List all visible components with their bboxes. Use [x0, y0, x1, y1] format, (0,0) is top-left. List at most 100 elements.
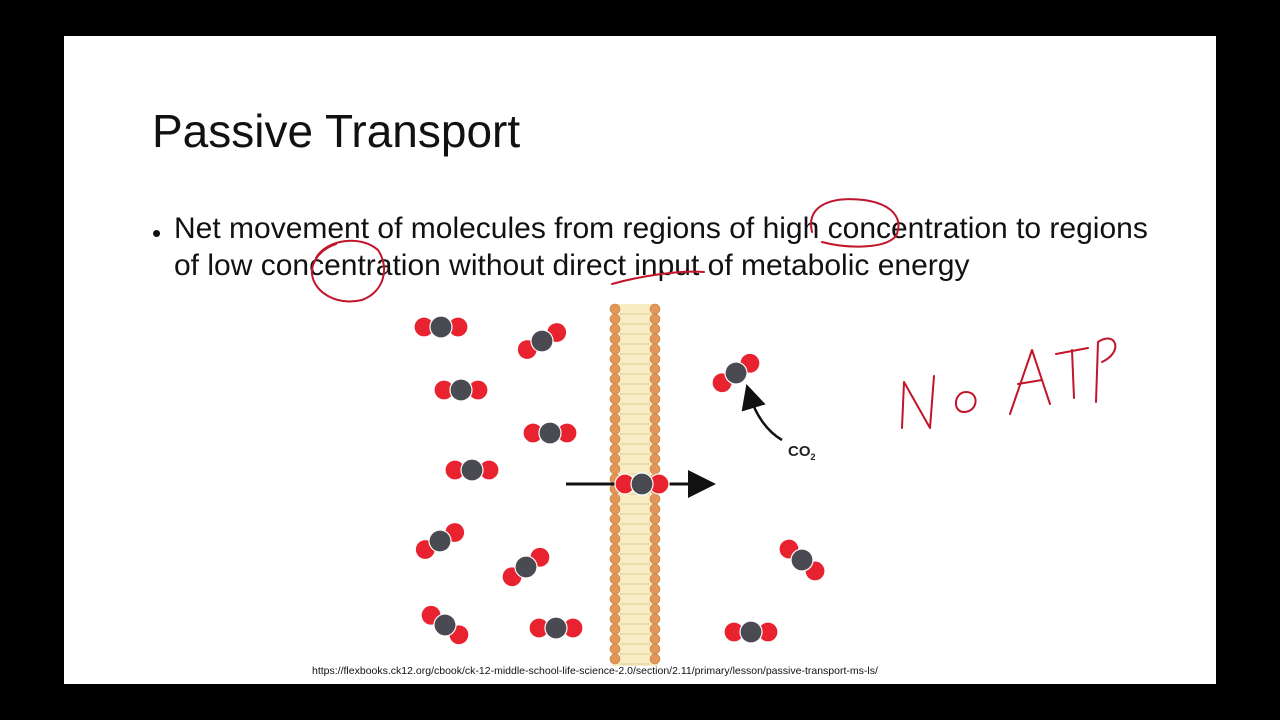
phospholipid-head — [649, 333, 661, 345]
phospholipid-head — [649, 353, 661, 365]
phospholipid-head — [649, 433, 661, 445]
phospholipid-head — [649, 423, 661, 435]
carbon-atom — [460, 458, 484, 482]
phospholipid-head — [609, 453, 621, 465]
phospholipid-head — [649, 393, 661, 405]
phospholipid-head — [649, 403, 661, 415]
handwriting-letter-t — [1055, 347, 1089, 399]
co2-molecule — [711, 352, 761, 394]
phospholipid-head — [609, 393, 621, 405]
phospholipid-head — [649, 313, 661, 325]
handwritten-annotations — [310, 198, 1117, 429]
phospholipid-head — [609, 353, 621, 365]
phospholipid-head — [649, 583, 661, 595]
phospholipid-head — [609, 523, 621, 535]
carbon-atom — [433, 613, 457, 637]
handwriting-letter-o — [955, 391, 977, 413]
phospholipid-head — [609, 423, 621, 435]
phospholipid-head — [609, 433, 621, 445]
phospholipid-head — [649, 413, 661, 425]
phospholipid-head — [609, 653, 621, 665]
co2-molecules — [413, 315, 826, 646]
co2-molecule — [444, 458, 500, 482]
phospholipid-head — [649, 493, 661, 505]
phospholipid-head — [609, 513, 621, 525]
slide: Passive Transport • Net movement of mole… — [64, 36, 1216, 684]
carbon-atom — [790, 548, 814, 572]
co2-molecule — [501, 546, 551, 588]
phospholipid-head — [609, 553, 621, 565]
phospholipid-head — [649, 383, 661, 395]
co2-molecule — [528, 616, 584, 640]
phospholipid-head — [609, 333, 621, 345]
bullet-text: Net movement of molecules from regions o… — [174, 212, 1148, 282]
phospholipid-head — [649, 633, 661, 645]
co2-molecule — [413, 315, 469, 339]
co2-molecule — [516, 321, 568, 361]
phospholipid-head — [609, 633, 621, 645]
phospholipid-head — [609, 413, 621, 425]
circle-low — [310, 239, 386, 303]
phospholipid-head — [649, 543, 661, 555]
phospholipid-head — [649, 463, 661, 475]
carbon-atom — [630, 472, 654, 496]
co2-molecule — [723, 620, 779, 644]
carbon-atom — [724, 361, 748, 385]
membrane-heads — [609, 303, 661, 665]
phospholipid-head — [609, 573, 621, 585]
circle-high — [810, 198, 900, 248]
phospholipid-head — [609, 463, 621, 475]
phospholipid-head — [649, 443, 661, 455]
phospholipid-head — [609, 623, 621, 635]
phospholipid-head — [649, 523, 661, 535]
handwriting-letter-p — [1095, 337, 1117, 403]
carbon-atom — [530, 329, 554, 353]
phospholipid-head — [609, 383, 621, 395]
carbon-atom — [449, 378, 473, 402]
phospholipid-head — [609, 583, 621, 595]
phospholipid-head — [649, 373, 661, 385]
phospholipid-head — [649, 653, 661, 665]
underline-without — [611, 270, 705, 285]
passive-transport-diagram: CO2 — [310, 198, 1117, 666]
phospholipid-head — [649, 453, 661, 465]
bullet-symbol: • — [152, 218, 162, 248]
co2-molecule — [433, 378, 489, 402]
carbon-atom — [428, 529, 452, 553]
handwriting-letter-a — [1009, 349, 1051, 415]
carbon-atom — [538, 421, 562, 445]
phospholipid-head — [609, 503, 621, 515]
source-citation: https://flexbooks.ck12.org/cbook/ck-12-m… — [312, 665, 878, 677]
phospholipid-head — [609, 603, 621, 615]
co2-label: CO2 — [788, 443, 816, 462]
co2-molecule — [420, 604, 470, 646]
phospholipid-head — [649, 503, 661, 515]
carbon-atom — [544, 616, 568, 640]
phospholipid-head — [649, 563, 661, 575]
phospholipid-head — [609, 373, 621, 385]
label-pointer-arrow — [741, 384, 783, 442]
phospholipid-head — [649, 613, 661, 625]
phospholipid-head — [609, 563, 621, 575]
phospholipid-head — [649, 573, 661, 585]
co2-molecule — [614, 472, 670, 496]
phospholipid-head — [609, 323, 621, 335]
carbon-atom — [514, 555, 538, 579]
phospholipid-head — [609, 533, 621, 545]
handwriting-letter-n — [901, 375, 935, 429]
phospholipid-head — [609, 443, 621, 455]
phospholipid-head — [609, 643, 621, 655]
phospholipid-head — [609, 543, 621, 555]
phospholipid-head — [609, 343, 621, 355]
phospholipid-head — [609, 613, 621, 625]
phospholipid-head — [649, 553, 661, 565]
phospholipid-head — [609, 313, 621, 325]
phospholipid-head — [609, 593, 621, 605]
phospholipid-head — [649, 363, 661, 375]
phospholipid-head — [609, 493, 621, 505]
membrane-tail-lines — [620, 313, 650, 665]
carbon-atom — [739, 620, 763, 644]
co2-molecule — [414, 521, 466, 561]
phospholipid-head — [649, 603, 661, 615]
phospholipid-head — [649, 533, 661, 545]
